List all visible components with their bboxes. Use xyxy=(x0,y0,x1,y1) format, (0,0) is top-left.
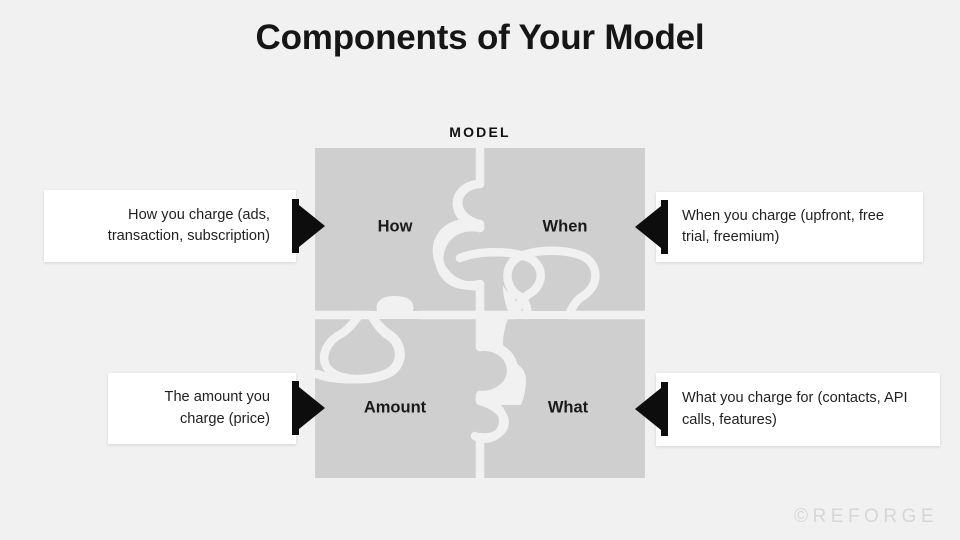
diagram-caption: MODEL xyxy=(449,124,511,140)
puzzle-knob-down-left xyxy=(319,310,405,384)
arrow-right-icon-how xyxy=(292,199,330,253)
puzzle-label-when: When xyxy=(542,217,588,236)
callout-when-text: When you charge (upfront, free trial, fr… xyxy=(682,207,884,245)
callout-what-text: What you charge for (contacts, API calls… xyxy=(682,390,908,428)
puzzle-tab-when-left xyxy=(436,184,484,287)
arrow-right-icon-amount xyxy=(292,381,330,435)
puzzle-label-what: What xyxy=(547,398,589,417)
puzzle-label-how: How xyxy=(377,217,413,236)
puzzle-tile-what xyxy=(484,319,645,478)
puzzle-knob-up-right xyxy=(503,246,600,320)
callout-how: How you charge (ads, transaction, subscr… xyxy=(44,190,296,262)
callout-amount-text: The amount you charge (price) xyxy=(164,389,270,427)
puzzle-tile-how xyxy=(315,148,476,311)
callout-how-text: How you charge (ads, transaction, subscr… xyxy=(107,206,270,244)
callout-when: When you charge (upfront, free trial, fr… xyxy=(656,192,923,262)
puzzle-diagram: How When Amount What xyxy=(315,148,645,478)
puzzle-gap-horizontal-right xyxy=(455,247,545,320)
callout-amount: The amount you charge (price) xyxy=(108,373,296,444)
reforge-watermark: ©REFORGE xyxy=(794,506,938,527)
callout-what: What you charge for (contacts, API calls… xyxy=(656,373,940,446)
puzzle-knob-left-top xyxy=(435,179,485,290)
page-title: Components of Your Model xyxy=(255,18,705,57)
puzzle-label-amount: Amount xyxy=(363,398,427,417)
arrow-left-icon-when xyxy=(630,200,668,254)
puzzle-knob-right-bottom xyxy=(470,342,516,443)
arrow-left-icon-what xyxy=(630,382,668,436)
